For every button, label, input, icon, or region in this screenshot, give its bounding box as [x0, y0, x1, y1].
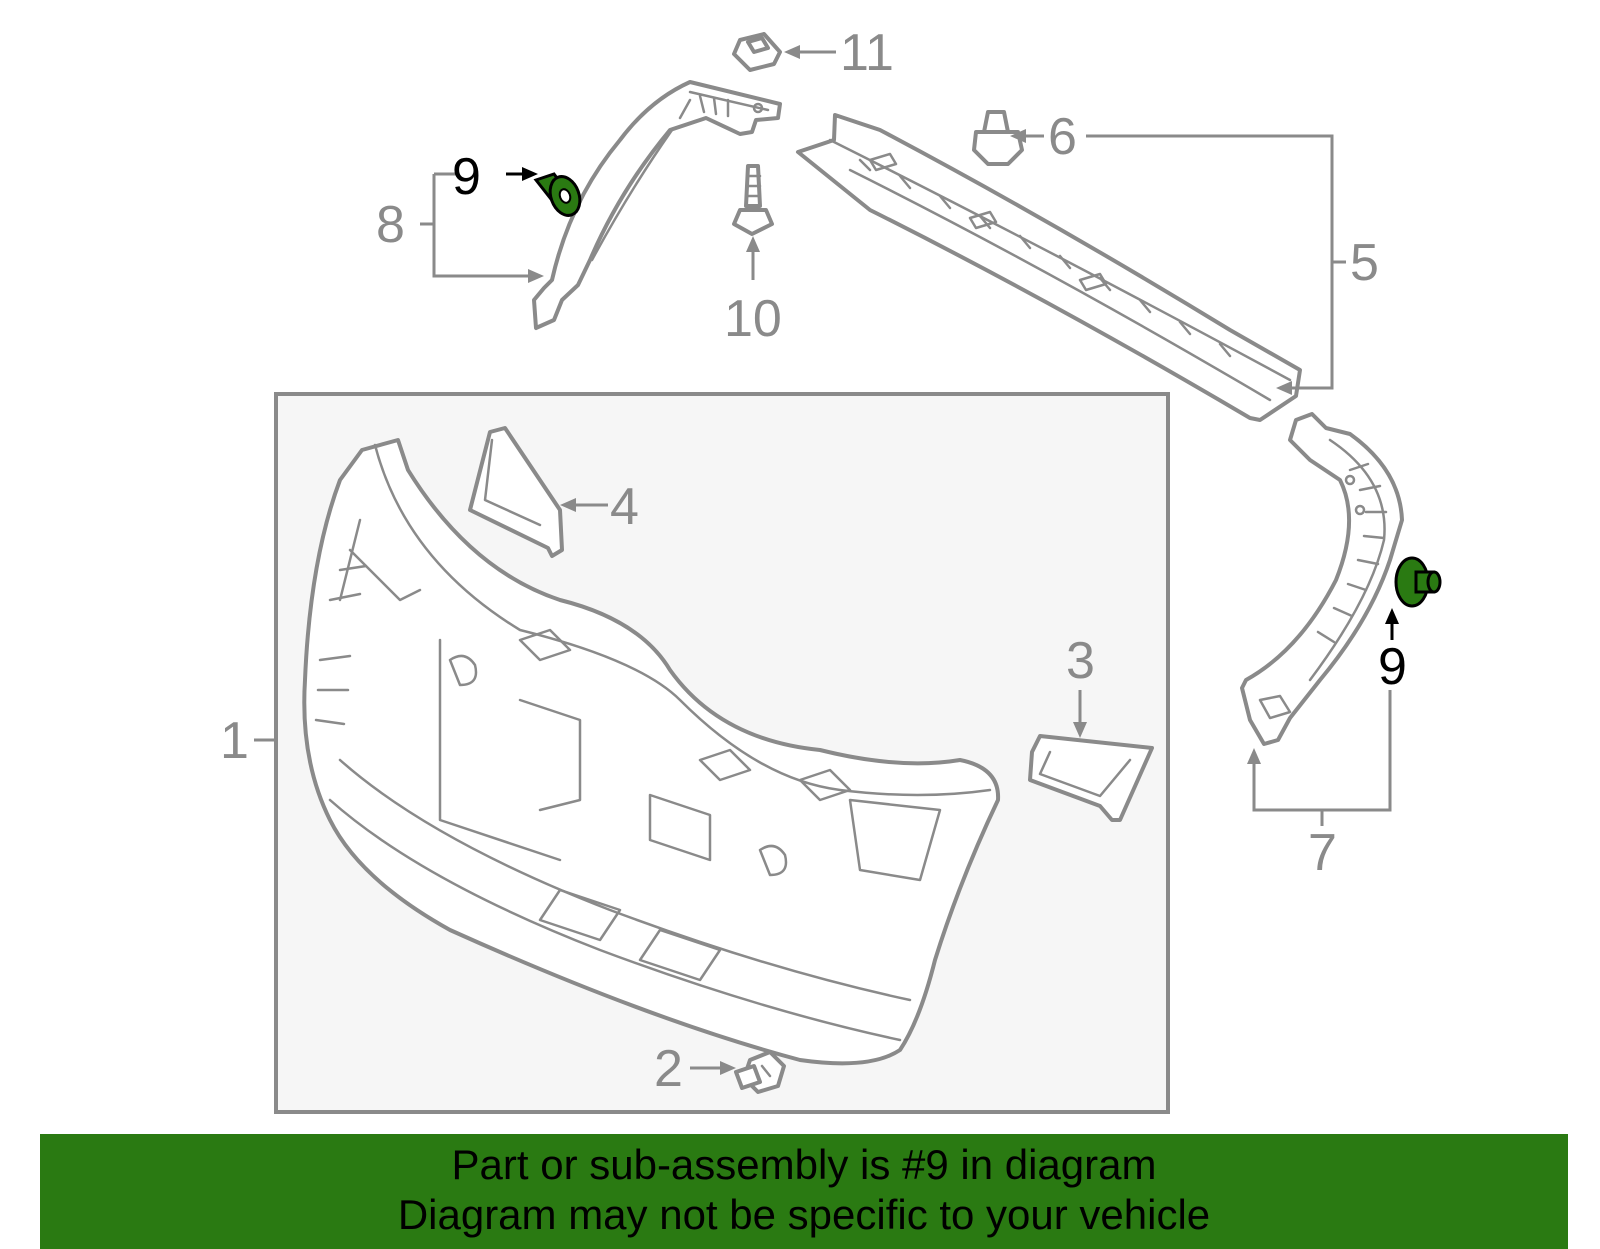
callout-8: 8: [376, 196, 405, 254]
part-11-nut[interactable]: [732, 32, 782, 72]
part-2-clip[interactable]: [734, 1050, 786, 1094]
part-4-corner-cover[interactable]: [468, 426, 564, 558]
part-9-clip-left[interactable]: [533, 172, 585, 219]
callout-5: 5: [1350, 234, 1379, 292]
callout-9-left: 9: [452, 148, 481, 206]
callout-2: 2: [654, 1040, 683, 1098]
part-5-header-trim[interactable]: [796, 113, 1302, 422]
callout-3: 3: [1066, 632, 1095, 690]
part-1-tailgate-trim-panel[interactable]: [302, 438, 1001, 1066]
callout-6: 6: [1048, 108, 1077, 166]
banner-line-1: Part or sub-assembly is #9 in diagram: [451, 1141, 1157, 1188]
banner-line-2: Diagram may not be specific to your vehi…: [397, 1191, 1211, 1238]
callout-7: 7: [1308, 824, 1337, 882]
callout-10: 10: [724, 290, 782, 348]
part-6-clip[interactable]: [972, 110, 1024, 166]
part-9-clip-right[interactable]: [1394, 556, 1442, 608]
parts-diagram: 1 2 3 4 5 6 7 8 9 9 10 11: [220, 24, 1442, 1114]
part-3-handle-cover[interactable]: [1028, 734, 1154, 822]
info-banner: Part or sub-assembly is #9 in diagram Di…: [40, 1134, 1568, 1249]
part-10-bolt[interactable]: [732, 164, 774, 236]
callout-9-right: 9: [1378, 638, 1407, 696]
leader-lines: [254, 45, 1399, 1075]
part-7-right-pillar-trim[interactable]: [1240, 412, 1404, 746]
callout-1: 1: [220, 712, 249, 770]
part-8-left-pillar-trim[interactable]: [532, 80, 782, 330]
callout-4: 4: [610, 478, 639, 536]
callout-11: 11: [840, 24, 894, 82]
